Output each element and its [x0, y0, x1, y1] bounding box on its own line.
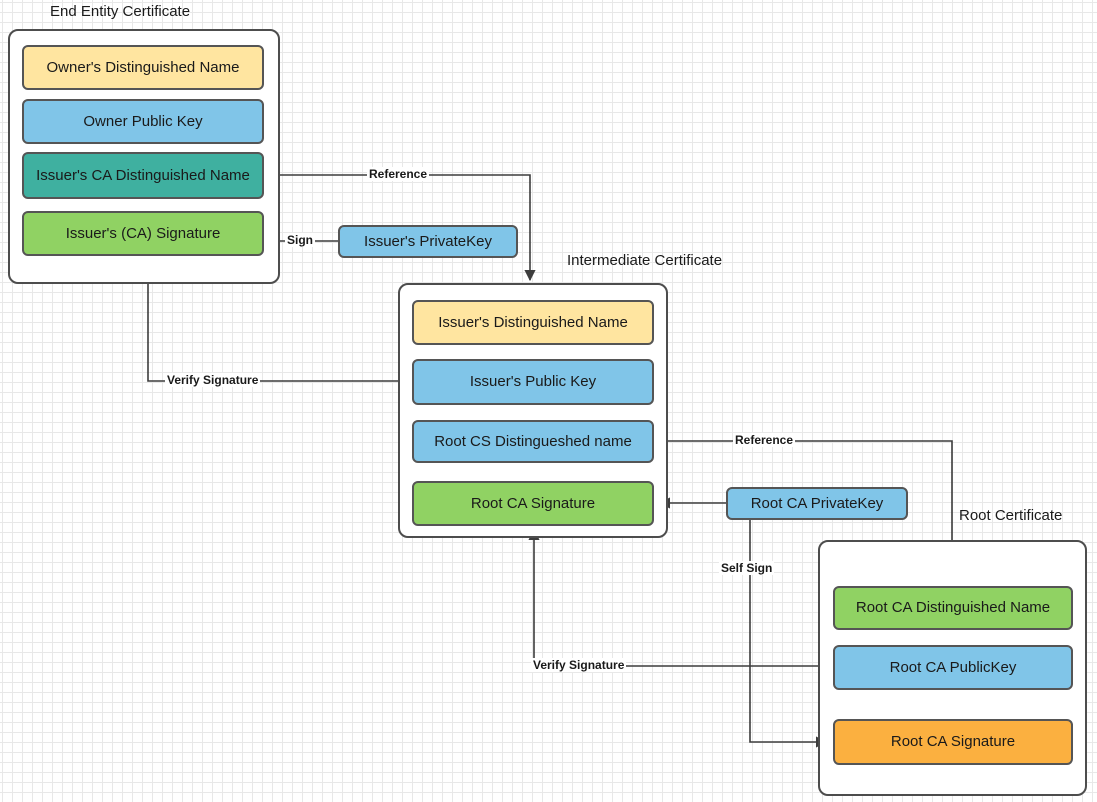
node-root-ca-signature-root[interactable]: Root CA Signature [833, 719, 1073, 765]
node-issuer-public-key[interactable]: Issuer's Public Key [412, 359, 654, 405]
node-issuer-ca-signature[interactable]: Issuer's (CA) Signature [22, 211, 264, 256]
edge-label-reference-top: Reference [367, 167, 430, 181]
node-root-ca-distinguished-name[interactable]: Root CA Distinguished Name [833, 586, 1073, 630]
node-root-ca-public-key[interactable]: Root CA PublicKey [833, 645, 1073, 690]
edge-verify-signature-bottom [528, 528, 834, 667]
edge-label-self-sign: Self Sign [719, 561, 775, 575]
node-root-cs-distingueshed-name[interactable]: Root CS Distingueshed name [412, 420, 654, 463]
node-issuer-distinguished-name[interactable]: Issuer's Distinguished Name [412, 300, 654, 345]
node-root-ca-signature-intermediate[interactable]: Root CA Signature [412, 481, 654, 526]
edge-label-reference-mid: Reference [733, 433, 796, 447]
node-issuer-ca-distinguished-name[interactable]: Issuer's CA Distinguished Name [22, 152, 264, 199]
end-entity-caption: End Entity Certificate [50, 3, 191, 20]
node-owner-public-key[interactable]: Owner Public Key [22, 99, 264, 144]
node-owner-distinguished-name[interactable]: Owner's Distinguished Name [22, 45, 264, 90]
node-root-ca-private-key[interactable]: Root CA PrivateKey [726, 487, 908, 520]
intermediate-caption: Intermediate Certificate [567, 252, 723, 269]
edge-label-verify-signature-bottom: Verify Signature [531, 658, 627, 672]
edge-label-sign: Sign [285, 233, 315, 247]
edge-self-sign [749, 520, 828, 748]
edge-label-verify-signature-top: Verify Signature [165, 373, 261, 387]
node-issuer-private-key[interactable]: Issuer's PrivateKey [338, 225, 518, 258]
root-caption: Root Certificate [959, 507, 1063, 524]
